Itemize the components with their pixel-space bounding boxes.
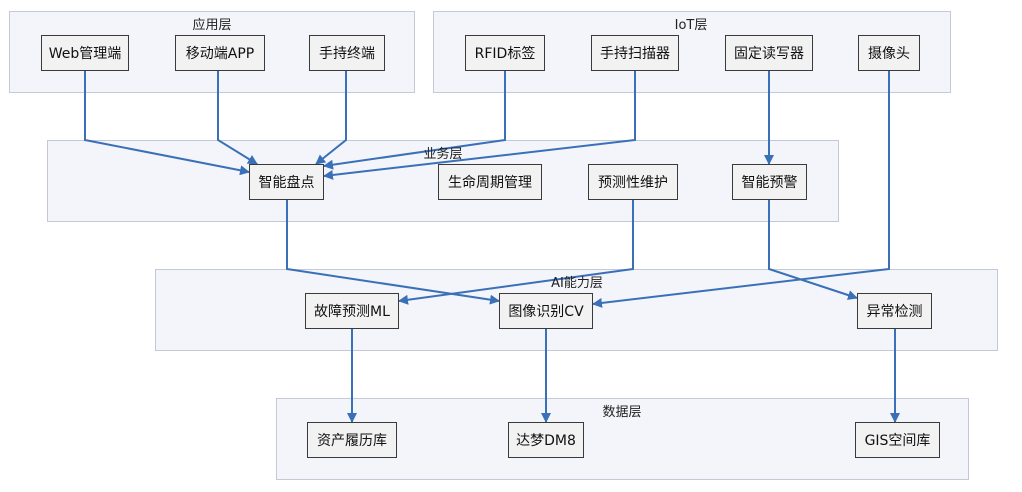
smart-inventory-node[interactable]: 智能盘点 (249, 164, 324, 200)
layer-title-iot: IoT层 (674, 18, 708, 33)
smart-alert-node[interactable]: 智能预警 (732, 164, 807, 200)
handheld-scanner-node[interactable]: 手持扫描器 (591, 35, 679, 71)
layer-title-business: 业务层 (423, 147, 463, 162)
dameng-db-node[interactable]: 达梦DM8 (508, 422, 584, 458)
gis-spatial-db-node[interactable]: GIS空间库 (855, 422, 940, 458)
handheld-terminal-node[interactable]: 手持终端 (309, 35, 385, 71)
camera-node[interactable]: 摄像头 (858, 35, 920, 71)
lifecycle-management-node[interactable]: 生命周期管理 (438, 164, 542, 200)
anomaly-detection-node[interactable]: 异常检测 (857, 293, 932, 329)
fixed-reader-node[interactable]: 固定读写器 (725, 35, 813, 71)
fault-prediction-node[interactable]: 故障预测ML (305, 293, 399, 329)
web-management-node[interactable]: Web管理端 (41, 35, 129, 71)
mobile-app-node[interactable]: 移动端APP (175, 35, 265, 71)
rfid-tag-node[interactable]: RFID标签 (465, 35, 545, 71)
predictive-maintenance-node[interactable]: 预测性维护 (588, 164, 678, 200)
image-recognition-node[interactable]: 图像识别CV (499, 293, 593, 329)
layer-title-application: 应用层 (192, 18, 232, 33)
asset-history-node[interactable]: 资产履历库 (307, 422, 397, 458)
layer-title-data: 数据层 (602, 405, 642, 420)
layer-title-ai: AI能力层 (551, 276, 603, 291)
